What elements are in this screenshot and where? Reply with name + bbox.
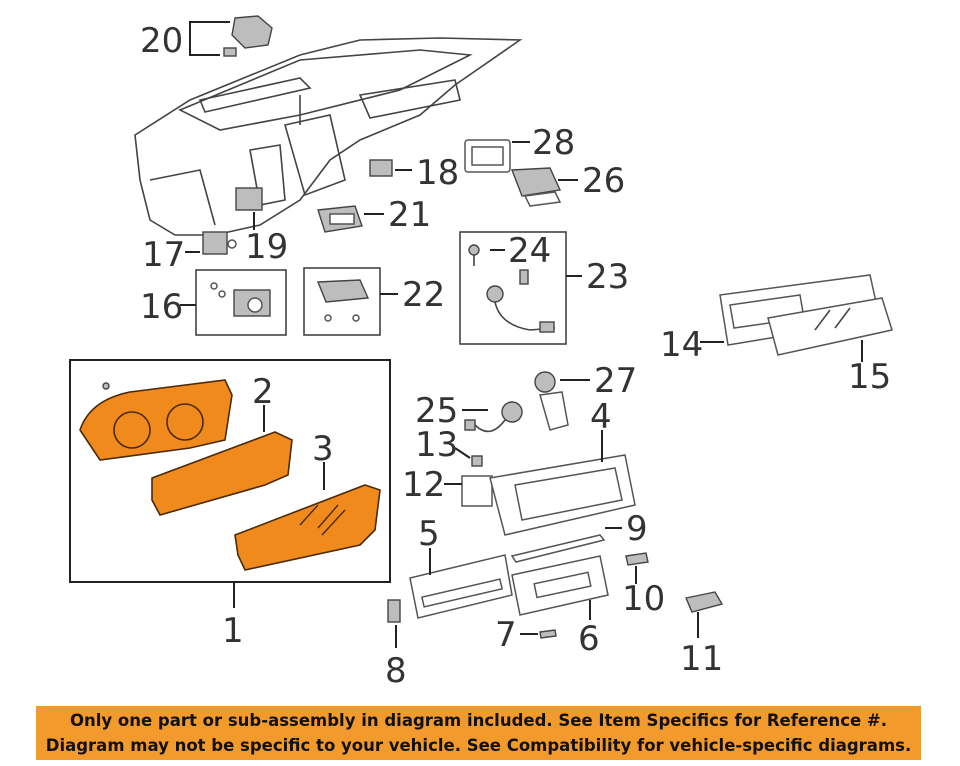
callout-6: 6 [578, 619, 600, 659]
callout-8: 8 [385, 651, 407, 691]
part-18-switch: 18 [369, 153, 459, 193]
part-4-housing: 4 [489, 397, 636, 536]
part-25-cigar-lighter: 25 [415, 391, 523, 433]
callout-15: 15 [848, 357, 891, 397]
callout-5: 5 [418, 514, 440, 554]
callout-20: 20 [140, 21, 183, 61]
callout-25: 25 [415, 391, 458, 431]
callout-24: 24 [508, 231, 551, 271]
exploded-parts-diagram: 20 28 18 26 19 21 17 [69, 15, 893, 691]
part-22-assembly-box: 22 [303, 267, 445, 336]
callout-2: 2 [252, 372, 274, 412]
callout-10: 10 [622, 579, 665, 619]
part-5-control-panel: 5 [409, 514, 513, 619]
part-17-switch: 17 [142, 231, 237, 275]
callout-12: 12 [402, 465, 445, 505]
callout-17: 17 [142, 235, 185, 275]
disclaimer-line-2: Diagram may not be specific to your vehi… [45, 736, 912, 755]
callout-18: 18 [416, 153, 459, 193]
part-12-connector: 12 [402, 465, 493, 507]
part-11-switch: 11 [680, 591, 723, 679]
part-10-clip: 10 [622, 552, 665, 619]
part-13-bulb: 13 [415, 425, 483, 467]
callout-1: 1 [222, 611, 244, 651]
callout-13: 13 [415, 425, 458, 465]
part-27-socket: 27 [534, 361, 637, 431]
part-16-switch-box: 16 [140, 269, 287, 336]
instrument-panel-outline [134, 37, 523, 236]
callout-4: 4 [590, 397, 612, 437]
callout-3: 3 [312, 429, 334, 469]
part-9-trim-strip: 9 [510, 509, 648, 563]
callout-9: 9 [626, 509, 648, 549]
callout-7: 7 [495, 615, 517, 655]
callout-23: 23 [586, 257, 629, 297]
callout-26: 26 [582, 161, 625, 201]
part-7-clip: 7 [495, 615, 557, 655]
callout-22: 22 [402, 275, 445, 315]
disclaimer-line-1: Only one part or sub-assembly in diagram… [69, 711, 888, 730]
part-20-switch: 20 [140, 15, 273, 61]
part-28-bezel: 28 [464, 123, 575, 173]
callout-21: 21 [388, 195, 431, 235]
callout-27: 27 [594, 361, 637, 401]
part-21-vent: 21 [317, 195, 431, 235]
callout-16: 16 [140, 287, 183, 327]
part-23-wiring-box: 24 23 [459, 231, 629, 345]
disclaimer-banner: Only one part or sub-assembly in diagram… [36, 706, 921, 760]
part-6-climate-panel: 6 [511, 555, 609, 659]
callout-28: 28 [532, 123, 575, 163]
part-19-switch: 19 [235, 187, 288, 267]
part-8-bulb-socket: 8 [385, 599, 407, 691]
part-15-cluster-lens: 15 [767, 297, 893, 397]
part-26-switch: 26 [511, 161, 625, 207]
part-1-cluster-assembly-box: 2 3 1 [69, 359, 391, 651]
callout-19: 19 [245, 227, 288, 267]
callout-14: 14 [660, 325, 703, 365]
callout-11: 11 [680, 639, 723, 679]
